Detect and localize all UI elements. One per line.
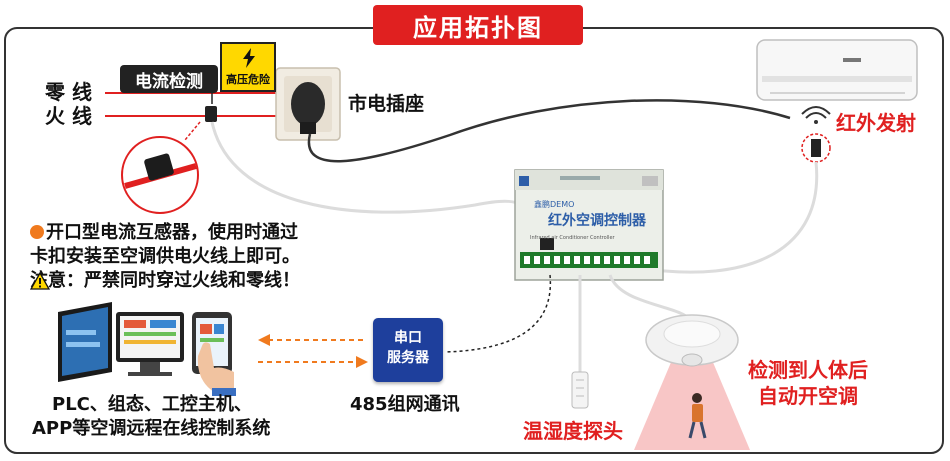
serial-server-line2: 服务器 [387,350,429,366]
zoom-pointer [184,121,201,141]
pir-label-line2: 自动开空调 [758,384,858,408]
pir-cable [608,274,692,322]
sensor-note-line1: 开口型电流互感器，使用时通过 [30,224,298,242]
controller-unit-icon [514,169,664,281]
serial-server-line1: 串口 [394,330,422,346]
ir-emitter-label: 红外发射 [836,111,916,135]
network-label: 485组网通讯 [350,394,460,415]
controller-name: 红外空调控制器 [548,213,646,229]
wall-socket-icon [275,67,341,141]
warning-icon [30,272,50,290]
current-detect-label: 电流检测 [120,65,218,93]
touch-panel-icon [58,302,112,382]
desktop-monitor-icon [116,312,184,376]
wifi-signal-icon [801,106,831,124]
ir-emitter-icon [811,139,821,157]
person-icon [688,393,707,439]
control-system-line1: PLC、组态、工控主机、 [52,394,252,415]
ir-cable [639,161,819,274]
air-conditioner-icon [756,39,918,101]
control-system-line2: APP等空调远程在线控制系统 [32,418,271,439]
sensor-note-line2: 卡扣安装至空调供电火线上即可。 [30,246,300,267]
pir-label-line1: 检测到人体后 [748,358,868,382]
ac-power-cord [307,99,791,163]
bullet-icon [30,225,44,239]
lightning-icon [243,48,255,68]
sensor-note-line3: 注意：严禁同时穿过火线和零线！ [30,270,300,291]
current-clamp-icon [205,92,217,122]
controller-brand: 鑫鹏DEMO [534,200,575,209]
temp-probe-label: 温湿度探头 [523,419,623,443]
communication-arrows [258,334,368,368]
live-wire-label: 火 线 [45,104,92,128]
neutral-wire-label: 零 线 [45,80,92,104]
high-voltage-text: 高压危险 [226,73,270,86]
high-voltage-sign: 高压危险 [220,42,276,92]
pir-sensor-icon [645,314,739,367]
diagram-title: 应用拓扑图 [373,5,583,45]
clamp-zoom-icon [124,153,197,189]
pir-detection-zone [634,360,750,450]
rs485-cable [444,274,552,353]
current-sensor-cable [210,121,522,214]
serial-server-icon: 串口 服务器 [373,318,443,382]
socket-label: 市电插座 [348,93,425,115]
controller-subtitle: Infrared air Conditioner Controller [530,235,615,241]
temperature-probe-icon [571,371,589,409]
tablet-hand-icon [192,312,236,396]
